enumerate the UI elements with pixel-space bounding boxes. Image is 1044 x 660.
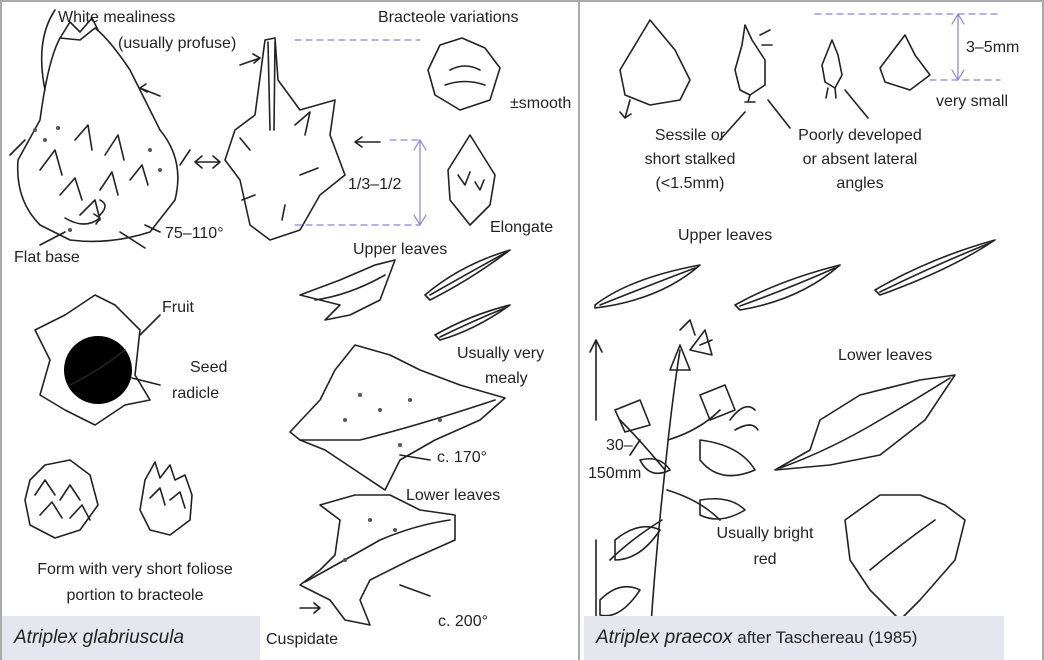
label-height-2: 150mm: [588, 464, 641, 484]
label-form-line1: Form with very short foliose: [0, 560, 270, 580]
label-angle-170: c. 170°: [437, 448, 487, 468]
label-angle-base: 75–110°: [165, 224, 224, 244]
species-caption-left: Atriplex glabriuscula: [2, 616, 260, 660]
label-height-1: 30–: [606, 436, 633, 456]
label-poorly-2: or absent lateral: [775, 150, 945, 170]
label-size-range: 3–5mm: [966, 38, 1019, 58]
species-caption-right: Atriplex praecox after Taschereau (1985): [584, 616, 1004, 660]
label-lower-leaves-left: Lower leaves: [406, 486, 500, 506]
label-bracteole-variations: Bracteole variations: [378, 8, 519, 28]
label-elongate: Elongate: [490, 218, 553, 238]
label-usually-very: Usually very: [457, 344, 544, 364]
label-flat-base: Flat base: [14, 248, 80, 268]
label-upper-leaves-right: Upper leaves: [678, 226, 772, 246]
label-cuspidate: Cuspidate: [266, 630, 338, 650]
label-bright-2: red: [700, 550, 830, 570]
label-fruit: Fruit: [162, 298, 194, 318]
label-mealy: mealy: [485, 369, 528, 389]
label-form-line2: portion to bracteole: [0, 586, 270, 606]
label-upper-leaves-left: Upper leaves: [353, 240, 447, 260]
species-name-right: Atriplex praecox: [596, 627, 732, 649]
label-very-small: very small: [936, 92, 1008, 112]
label-angle-200: c. 200°: [438, 612, 488, 632]
label-fraction: 1/3–1/2: [348, 175, 401, 195]
label-sessile-2: short stalked: [620, 150, 760, 170]
label-white-mealiness: White mealiness: [58, 8, 175, 28]
species-name-left: Atriplex glabriuscula: [14, 627, 184, 649]
label-smooth: ±smooth: [510, 94, 571, 114]
label-seed: Seed: [190, 358, 227, 378]
label-poorly-1: Poorly developed: [775, 126, 945, 146]
label-sessile-3: (<1.5mm): [620, 174, 760, 194]
label-radicle: radicle: [172, 384, 219, 404]
label-usually-profuse: (usually profuse): [118, 34, 236, 54]
label-poorly-3: angles: [775, 174, 945, 194]
label-sessile-1: Sessile or: [620, 126, 760, 146]
label-bright-1: Usually bright: [700, 524, 830, 544]
species-author-right: after Taschereau (1985): [737, 628, 917, 648]
label-lower-leaves-right: Lower leaves: [838, 346, 932, 366]
